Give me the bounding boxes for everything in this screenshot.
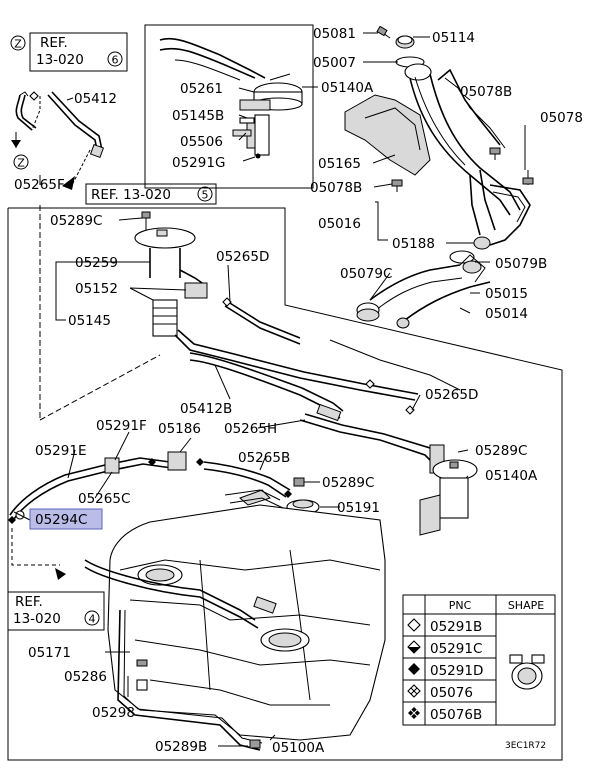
part-05078B-b[interactable]: 05078B [310,180,362,196]
part-05188[interactable]: 05188 [392,236,435,252]
part-05165[interactable]: 05165 [318,156,361,172]
diagram-code: 3EC1R72 [505,741,546,751]
z-circle-mark-top [10,35,26,51]
fuel-tank [84,489,386,741]
z-mark-lower: Z [17,157,25,170]
part-05291F[interactable]: 05291F [96,418,147,434]
filler-hose-assembly [356,254,491,329]
part-05015[interactable]: 05015 [485,286,528,302]
legend-pnc-05076: 05076 [430,685,473,701]
part-05265F[interactable]: 05265F [14,177,65,193]
main-assembly-frame [7,207,563,761]
part-05140A-top[interactable]: 05140A [321,80,374,96]
diamond-outline-icon [407,618,421,632]
part-05145[interactable]: 05145 [68,313,111,329]
part-05014[interactable]: 05014 [485,306,528,322]
part-05412B[interactable]: 05412B [180,401,232,417]
part-05145B[interactable]: 05145B [172,108,224,124]
legend-pnc-05291B: 05291B [430,619,482,635]
part-05078[interactable]: 05078 [540,110,583,126]
dashed-guides [11,149,161,580]
hose-clamp-icon [509,654,545,690]
ref-4-circle [84,610,100,626]
part-05294C-highlight [29,508,103,530]
part-05140A-mid[interactable]: 05140A [485,468,538,484]
part-05079C[interactable]: 05079C [340,266,392,282]
fuel-pump-detail-frame [144,24,314,189]
part-05291E[interactable]: 05291E [35,443,86,459]
fuel-pump-module-detail [159,37,303,159]
diamond-filled-icon [408,663,420,675]
pump-cover-assembly [134,211,208,337]
part-05079B[interactable]: 05079B [495,256,547,272]
ref-z-box [29,32,128,72]
ref-z-label: REF. [40,35,68,51]
ref-5-box [85,183,217,205]
pump-flange-right [419,459,478,536]
part-05289C-a[interactable]: 05289C [50,213,102,229]
ref-5-circle [197,186,213,202]
part-05289C-c[interactable]: 05289C [322,475,374,491]
part-05291G[interactable]: 05291G [172,155,225,171]
part-05191[interactable]: 05191 [337,500,380,516]
part-05286[interactable]: 05286 [64,669,107,685]
legend-table: PNC SHAPE 05291B 05291C 05291D 05076 050… [402,594,556,726]
ref-z-circle-num: 6 [112,54,119,67]
part-05298[interactable]: 05298 [92,705,135,721]
part-05114[interactable]: 05114 [432,30,475,46]
part-05412[interactable]: 05412 [74,91,117,107]
ref-4-circle-num: 4 [89,613,96,626]
ref-4-number: 13-020 [13,611,61,627]
part-05265D-a[interactable]: 05265D [216,249,269,265]
ref-z-number: 13-020 [36,52,84,68]
part-05007[interactable]: 05007 [313,55,356,71]
part-05016[interactable]: 05016 [318,216,361,232]
part-05186[interactable]: 05186 [158,421,201,437]
ref-z-circle [107,51,123,67]
leader-lines-top [39,32,526,314]
part-05152[interactable]: 05152 [75,281,118,297]
vapor-lines-left [8,451,320,524]
ref-5-circle-num: 5 [202,189,209,202]
leader-lines-main [13,217,469,747]
part-05078B-a[interactable]: 05078B [460,84,512,100]
ref-4-label: REF. [15,594,43,610]
z-mark-top: Z [14,38,22,51]
legend-header-shape: SHAPE [508,599,544,612]
ref-5-label: REF. 13-020 [91,187,171,203]
part-05506[interactable]: 05506 [180,134,223,150]
part-05171[interactable]: 05171 [28,645,71,661]
legend-pnc-05076B: 05076B [430,707,482,723]
fuel-lines [174,297,461,474]
legend-pnc-05291C: 05291C [430,641,482,657]
z-circle-mark [13,154,29,170]
part-05289C-b[interactable]: 05289C [475,443,527,459]
part-05100A[interactable]: 05100A [272,740,325,756]
part-05265D-b[interactable]: 05265D [425,387,478,403]
filler-neck-assembly [376,25,534,274]
filler-housing-bracket [344,94,431,176]
part-05265B[interactable]: 05265B [238,450,290,466]
part-05289B[interactable]: 05289B [155,739,207,755]
ref-4-box [7,591,105,631]
part-05259[interactable]: 05259 [75,255,118,271]
legend-pnc-05291D: 05291D [430,663,483,679]
part-05261[interactable]: 05261 [180,81,223,97]
arrow-to-ref5-icon [62,176,75,190]
part-05081[interactable]: 05081 [313,26,356,42]
vent-pipe-detail [15,91,105,159]
part-05265C[interactable]: 05265C [78,491,130,507]
arrow-down-icon [11,140,21,148]
part-05294C[interactable]: 05294C [35,512,87,528]
legend-header-pnc: PNC [449,599,472,612]
part-05265H[interactable]: 05265H [224,421,277,437]
